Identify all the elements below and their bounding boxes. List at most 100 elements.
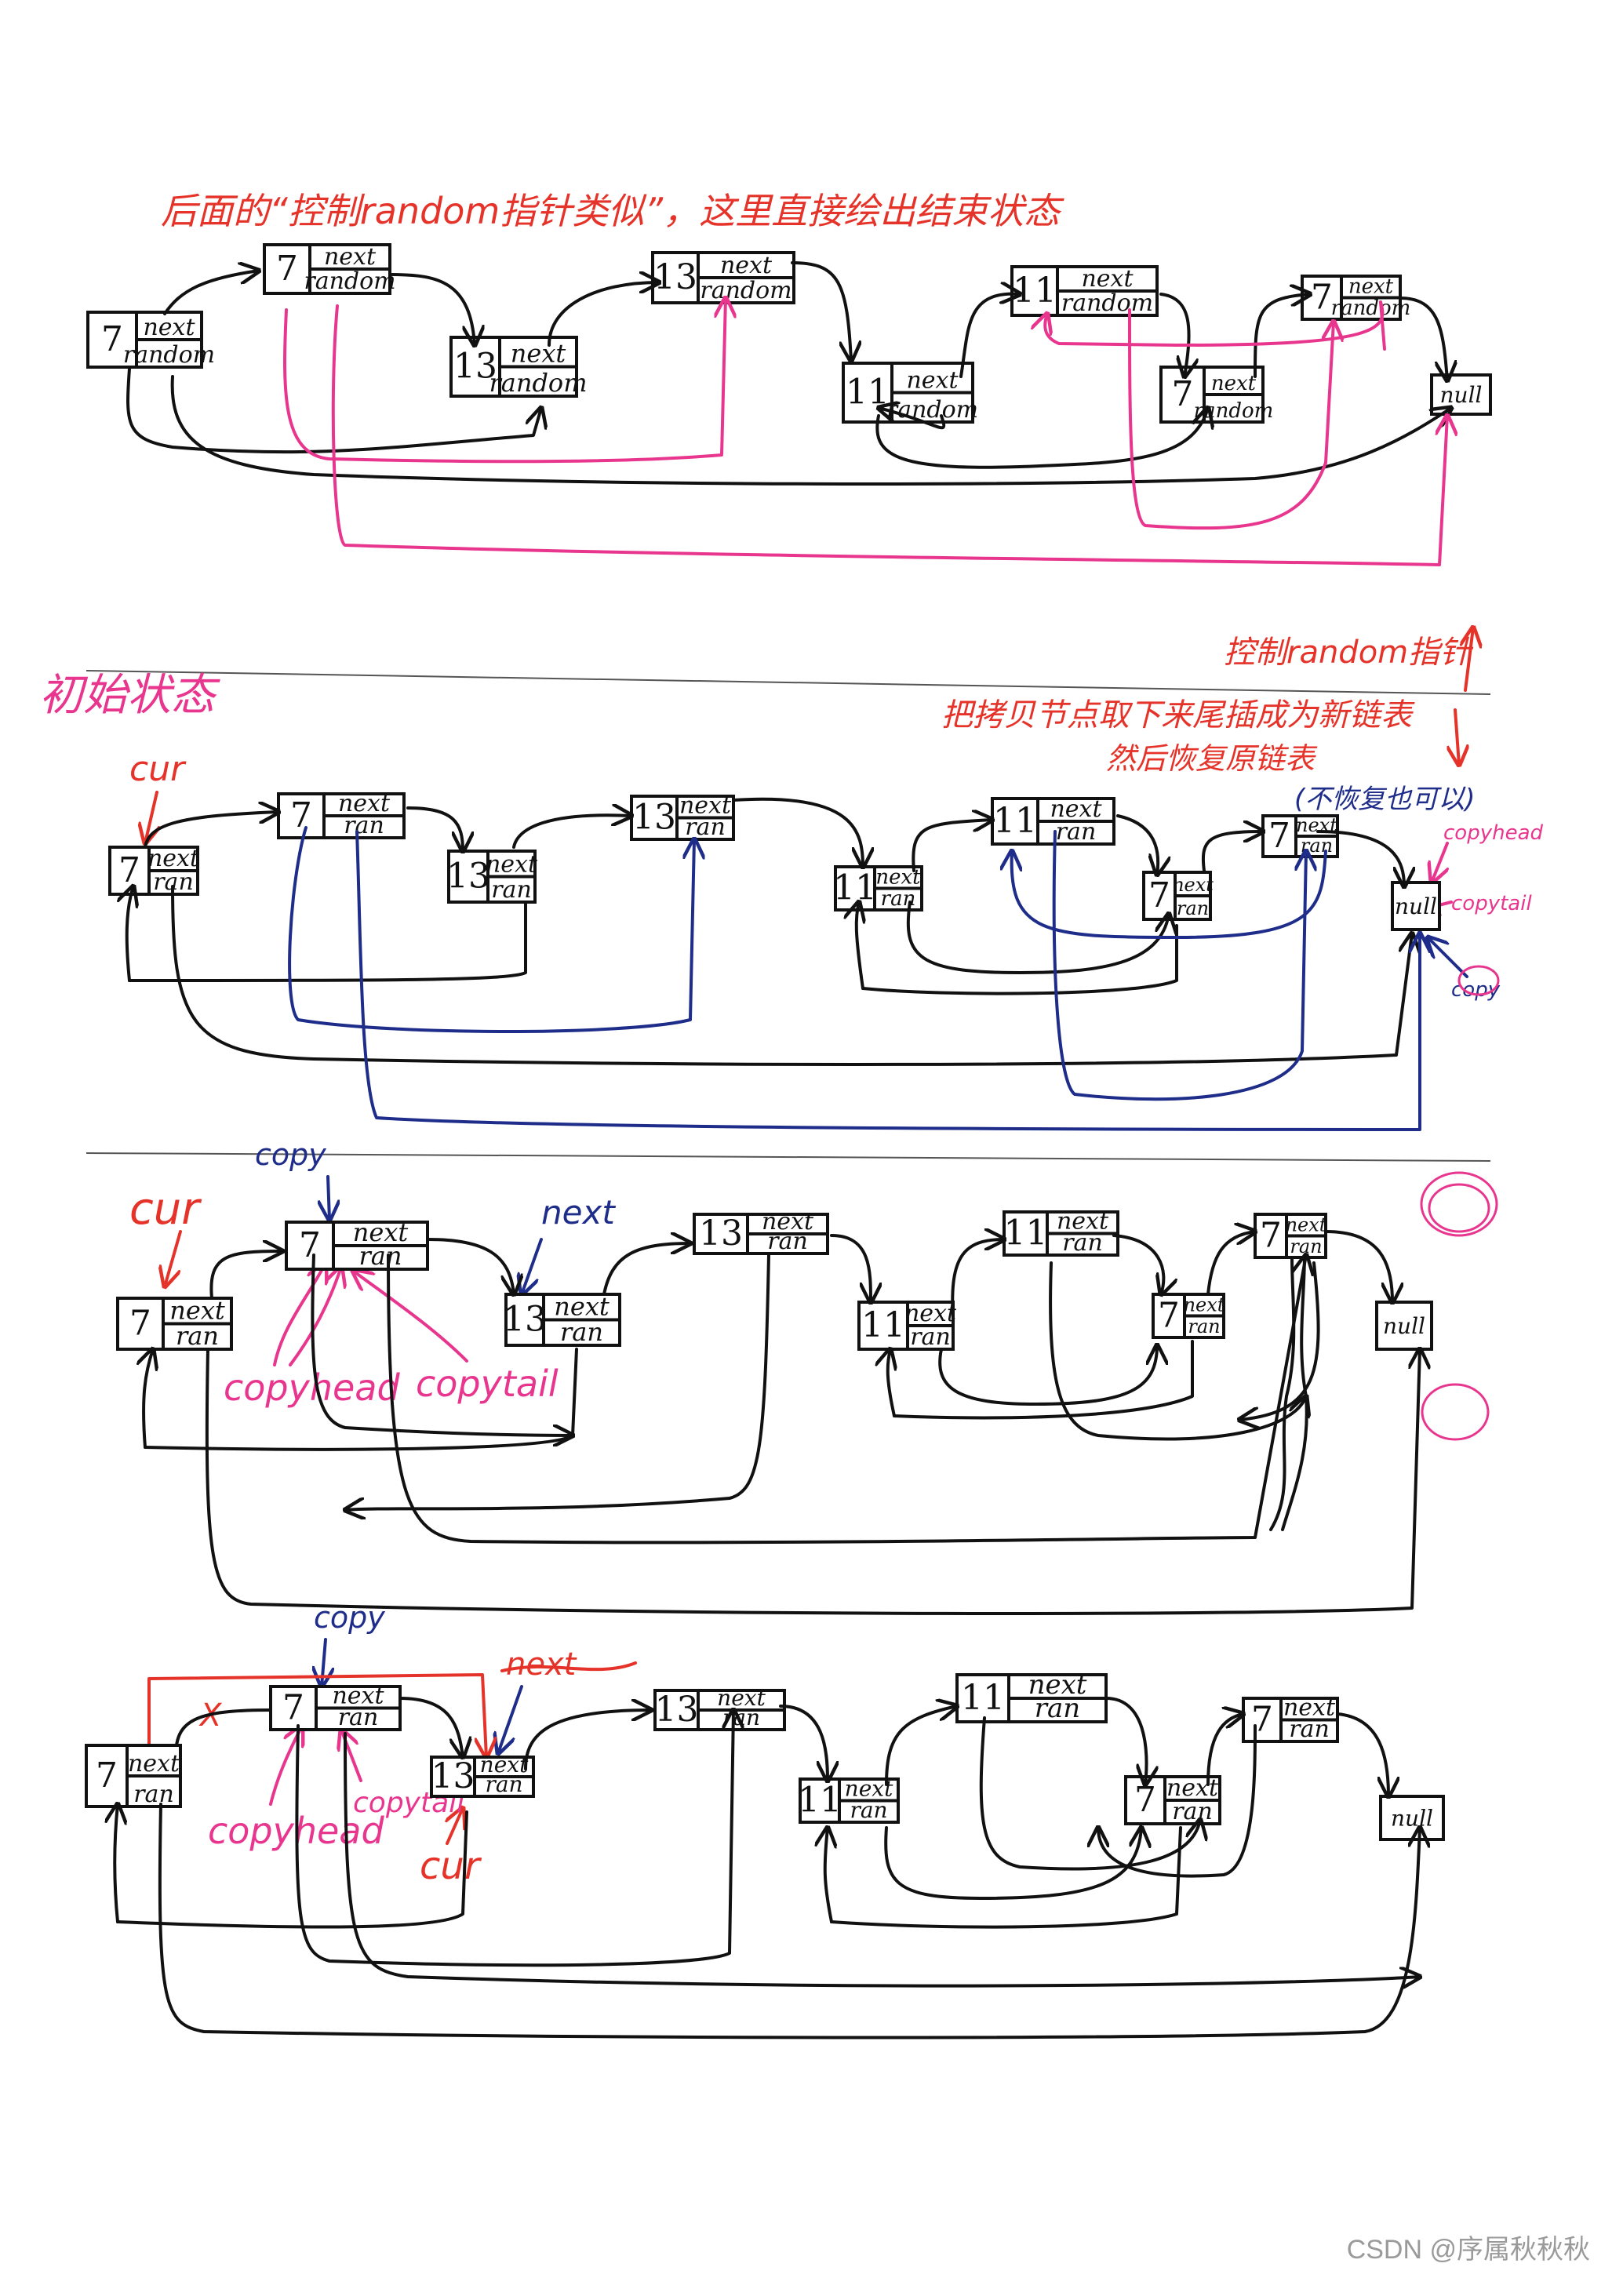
s1-copy-random bbox=[1128, 308, 1334, 530]
node-random-field: ran bbox=[850, 1797, 887, 1823]
s3-copy-random bbox=[1049, 1261, 1306, 1441]
note-up-arrow bbox=[1465, 628, 1473, 692]
s2-next-link bbox=[1201, 831, 1263, 872]
s3-random-link bbox=[888, 1349, 894, 1417]
null-node: null bbox=[1391, 881, 1441, 931]
section-3-cur-label: cur bbox=[129, 1184, 202, 1235]
node-next-field: next bbox=[1081, 265, 1134, 293]
node-random-field: ran bbox=[1035, 1693, 1080, 1724]
node-next-field: next bbox=[1166, 1774, 1219, 1802]
node-value: 7 bbox=[1260, 1216, 1282, 1256]
s2-copy-random bbox=[288, 826, 694, 1033]
s1-random-link bbox=[126, 367, 541, 454]
s2-next-link bbox=[144, 812, 278, 849]
s3-next-arrow bbox=[522, 1238, 543, 1294]
s4-copy-random bbox=[979, 1716, 1200, 1871]
s1-next-link bbox=[163, 271, 259, 315]
node-next-field: next bbox=[324, 243, 377, 271]
node-random-field: ran bbox=[1289, 1716, 1330, 1743]
s4-next-strike bbox=[500, 1661, 637, 1672]
node-random-field: ran bbox=[722, 1705, 760, 1730]
node-value: 11 bbox=[993, 801, 1037, 841]
node-next-field: next bbox=[338, 790, 391, 817]
node-value: 7 bbox=[1311, 278, 1333, 318]
node-random-field: ran bbox=[344, 812, 384, 839]
node-random-field: random bbox=[489, 368, 587, 398]
s2-random-link bbox=[906, 901, 1169, 974]
node-random-field: ran bbox=[1056, 818, 1097, 846]
node-random-field: ran bbox=[1172, 1798, 1213, 1825]
node-random-field: ran bbox=[1062, 1229, 1103, 1257]
s3-random-link bbox=[205, 1349, 1420, 1615]
node-next-field: next bbox=[1028, 1669, 1087, 1701]
node-next-field: next bbox=[904, 1300, 957, 1327]
divider-1 bbox=[86, 670, 1491, 695]
node-next-field: next bbox=[1283, 1694, 1336, 1722]
s1-next-link bbox=[1399, 297, 1447, 380]
s4-next-link bbox=[398, 1697, 463, 1757]
node-value: 13 bbox=[632, 798, 676, 838]
s4-next-link bbox=[1336, 1712, 1388, 1796]
node-next-field: next bbox=[554, 1292, 610, 1322]
note-down-arrow bbox=[1455, 708, 1459, 765]
null-node: null bbox=[1375, 1301, 1433, 1351]
s3-copy-random bbox=[387, 1255, 1306, 1545]
scribble-mark bbox=[1420, 1171, 1498, 1237]
s2-random-link bbox=[171, 885, 1412, 1066]
section-2-copyhead-label: copyhead bbox=[1443, 821, 1544, 845]
s3-random-link bbox=[144, 1349, 153, 1449]
section-4-next-label: next bbox=[506, 1646, 577, 1683]
s3-next-link bbox=[1112, 1234, 1163, 1294]
divider-2 bbox=[86, 1152, 1491, 1162]
null-label: null bbox=[1440, 382, 1483, 408]
s3-copy-arrow bbox=[328, 1175, 329, 1220]
node-next-field: next bbox=[480, 1752, 529, 1777]
s4-next-link bbox=[885, 1706, 957, 1786]
node-value: 13 bbox=[446, 857, 490, 897]
s3-next-link bbox=[1206, 1232, 1255, 1296]
s3-next-link bbox=[1324, 1230, 1392, 1302]
node-value: 13 bbox=[453, 347, 497, 387]
s4-random-link bbox=[830, 1826, 1182, 1929]
s4-next-link bbox=[779, 1705, 828, 1781]
s1-random-link bbox=[875, 408, 1208, 469]
node-random-field: random bbox=[700, 277, 791, 304]
s1-copy-random bbox=[283, 298, 726, 464]
node-next-field: next bbox=[1286, 1214, 1327, 1236]
node-value: 7 bbox=[96, 1756, 118, 1796]
section-3-copyhead-label: copyhead bbox=[224, 1366, 401, 1409]
s4-cur-arrow bbox=[447, 1808, 463, 1845]
node-next-field: next bbox=[143, 314, 195, 341]
s2-random-link bbox=[861, 924, 1178, 995]
s2-next-link bbox=[1116, 814, 1158, 875]
node-value: 11 bbox=[798, 1781, 842, 1821]
node-value: 7 bbox=[1172, 374, 1194, 414]
s1-copy-random bbox=[331, 304, 1447, 566]
s2-copy-random bbox=[1012, 851, 1327, 939]
s4-next-link bbox=[524, 1710, 651, 1770]
node-value: 7 bbox=[129, 1304, 151, 1344]
s1-next-link bbox=[791, 261, 851, 361]
s2-random-link bbox=[857, 902, 863, 990]
section-4-cur-label: cur bbox=[420, 1844, 482, 1888]
node-next-field: next bbox=[1050, 795, 1102, 823]
s4-copy-arrow bbox=[322, 1638, 326, 1687]
node-next-field: next bbox=[1172, 874, 1214, 896]
section-1-title: 后面的“控制random指针类似”，这里直接绘出结束状态 bbox=[161, 190, 1064, 232]
